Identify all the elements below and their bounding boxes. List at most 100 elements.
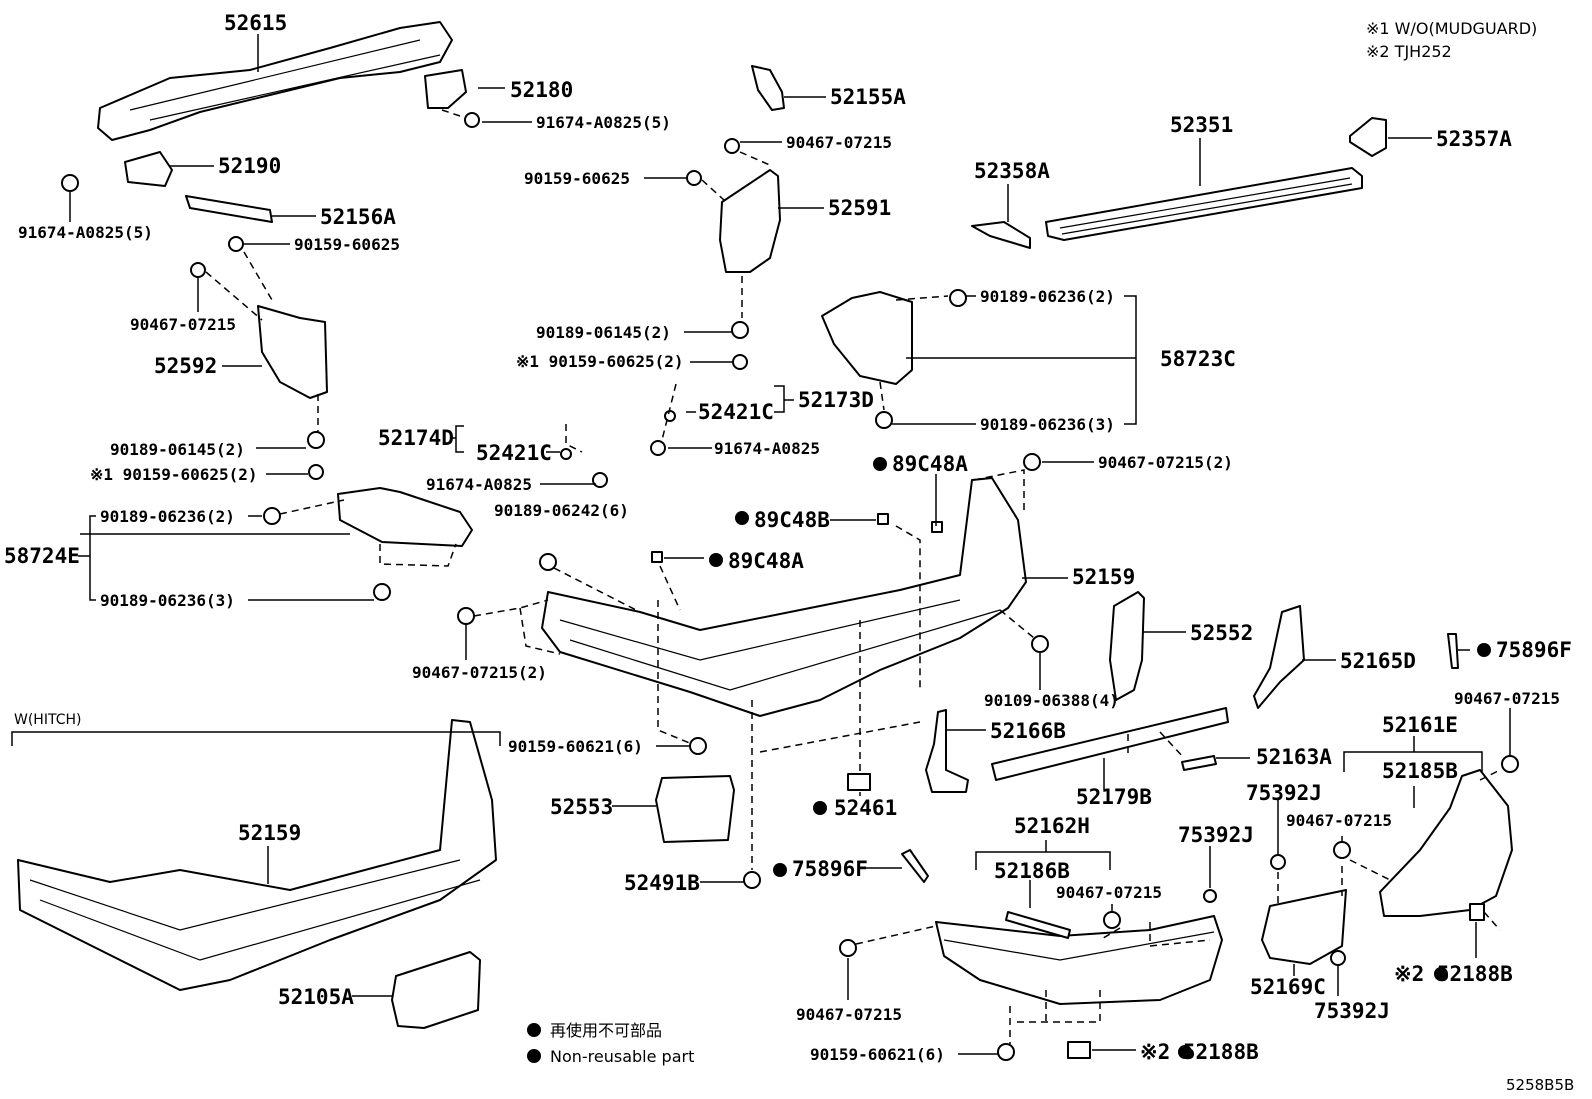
label-52165D: 52165D	[1340, 649, 1416, 673]
label-90159-60625-2-mid: ※1 90159-60625(2)	[516, 352, 684, 371]
label-58723C: 58723C	[1160, 347, 1236, 371]
figure-code: 5258B5B	[1506, 1076, 1574, 1094]
part-52166B-drawing	[925, 709, 969, 793]
part-52553-drawing	[655, 775, 735, 843]
label-52169C: 52169C	[1250, 975, 1326, 999]
label-75392J-a: 75392J	[1246, 781, 1322, 805]
label-58724E: 58724E	[4, 544, 80, 568]
part-52358A-drawing	[971, 221, 1031, 249]
part-52179B-drawing	[991, 707, 1229, 781]
label-75896F-right: 75896F	[1496, 638, 1572, 662]
part-52180-drawing	[424, 69, 467, 109]
label-90189-06236-3-right: 90189-06236(3)	[980, 415, 1115, 434]
part-52161E-drawing	[1379, 769, 1513, 917]
label-89C48A-mid: 89C48A	[728, 549, 804, 573]
label-90159-60625-b: 90159-60625	[524, 169, 630, 188]
label-52159-hitch: 52159	[238, 821, 301, 845]
part-52165D-drawing	[1253, 605, 1305, 709]
section-hitch-label: W(HITCH)	[14, 712, 81, 728]
part-52169C-drawing	[1261, 889, 1347, 965]
label-90467-07215-2-right: 90467-07215(2)	[1098, 453, 1233, 472]
part-52159-main-drawing	[541, 477, 1027, 717]
part-52162H-drawing	[935, 915, 1223, 1005]
label-90467-07215-bottom: 90467-07215	[796, 1005, 902, 1024]
label-52190: 52190	[218, 154, 281, 178]
label-52421C-left: 52421C	[476, 441, 552, 465]
label-90467-07215-far: 90467-07215	[1454, 689, 1560, 708]
part-52186B-drawing	[1005, 911, 1071, 939]
label-90159-60625-a: 90159-60625	[294, 235, 400, 254]
part-58723C-drawing	[821, 291, 913, 385]
label-52185B: 52185B	[1382, 759, 1458, 783]
part-52591-drawing	[719, 169, 781, 273]
label-52163A: 52163A	[1256, 745, 1332, 769]
label-90159-60621-6-mid: 90159-60621(6)	[508, 737, 643, 756]
label-52553: 52553	[550, 795, 613, 819]
label-52357A: 52357A	[1436, 127, 1512, 151]
label-90159-60625-2-left: ※1 90159-60625(2)	[90, 465, 258, 484]
label-90189-06242-6: 90189-06242(6)	[494, 501, 629, 520]
label-52188B-bottom: ※2 52188B	[1140, 1040, 1259, 1064]
label-52173D: 52173D	[798, 388, 874, 412]
legend-japanese: 再使用不可部品	[550, 1021, 662, 1040]
part-75896F-right-drawing	[1447, 633, 1459, 669]
part-52461-drawing	[847, 773, 871, 791]
part-52188B-bottom-drawing	[1067, 1041, 1091, 1059]
label-89C48B: 89C48B	[754, 508, 830, 532]
note-tjh252: ※2 TJH252	[1366, 42, 1452, 61]
part-52552-drawing	[1109, 591, 1145, 701]
label-90467-07215-2-low: 90467-07215(2)	[412, 663, 547, 682]
label-52179B: 52179B	[1076, 785, 1152, 809]
label-52461: 52461	[834, 796, 897, 820]
fasteners	[61, 112, 1519, 1061]
label-52174D: 52174D	[378, 426, 454, 450]
label-90109-06388-4: 90109-06388(4)	[984, 691, 1119, 710]
legend-english: Non-reusable part	[550, 1047, 694, 1066]
label-91674-a0825-5-left: 91674-A0825(5)	[18, 223, 153, 242]
label-52159-main: 52159	[1072, 565, 1135, 589]
part-52357A-drawing	[1349, 117, 1387, 157]
label-52180: 52180	[510, 78, 573, 102]
label-90189-06236-2-right: 90189-06236(2)	[980, 287, 1115, 306]
label-90467-07215-b: 90467-07215	[786, 133, 892, 152]
label-91674-a0825-5-top: 91674-A0825(5)	[536, 113, 671, 132]
part-52188B-right-drawing	[1469, 903, 1485, 921]
label-52592: 52592	[154, 354, 217, 378]
label-91674-a0825-left: 91674-A0825	[426, 475, 532, 494]
label-52155A: 52155A	[830, 85, 906, 109]
label-52161E: 52161E	[1382, 713, 1458, 737]
label-90159-60621-6-bottom: 90159-60621(6)	[810, 1045, 945, 1064]
part-75896F-mid-drawing	[901, 849, 929, 883]
label-52351: 52351	[1170, 113, 1233, 137]
part-52105A-drawing	[391, 951, 481, 1029]
label-52105A: 52105A	[278, 985, 354, 1009]
label-52188B-right: ※2 52188B	[1394, 962, 1513, 986]
non-reusable-markers	[527, 457, 1491, 1063]
label-90467-07215-a: 90467-07215	[130, 315, 236, 334]
label-52156A: 52156A	[320, 205, 396, 229]
label-89C48A-top: 89C48A	[892, 452, 968, 476]
label-90189-06145-2-left: 90189-06145(2)	[110, 440, 245, 459]
leader-lines	[11, 34, 1511, 1055]
note-w-o-mudguard: ※1 W/O(MUDGUARD)	[1366, 19, 1537, 38]
label-90189-06236-2-left: 90189-06236(2)	[100, 507, 235, 526]
label-90189-06236-3-left: 90189-06236(3)	[100, 591, 235, 610]
label-52421C-mid: 52421C	[698, 400, 774, 424]
part-58724E-drawing	[337, 487, 473, 547]
part-52155A-drawing	[751, 65, 785, 111]
label-52591: 52591	[828, 196, 891, 220]
part-52592-drawing	[257, 305, 328, 399]
label-52552: 52552	[1190, 621, 1253, 645]
label-52166B: 52166B	[990, 719, 1066, 743]
part-52159-hitch-drawing	[17, 719, 497, 991]
label-90467-07215-mid2: 90467-07215	[1286, 811, 1392, 830]
part-52156A-drawing	[185, 195, 273, 223]
part-52163A-drawing	[1181, 755, 1217, 771]
label-91674-a0825-mid: 91674-A0825	[714, 439, 820, 458]
assembly-dashed-lines	[205, 109, 1501, 1044]
part-52351-drawing	[1045, 167, 1363, 241]
part-52190-drawing	[124, 151, 173, 187]
label-52186B: 52186B	[994, 859, 1070, 883]
label-75392J-b: 75392J	[1178, 823, 1254, 847]
